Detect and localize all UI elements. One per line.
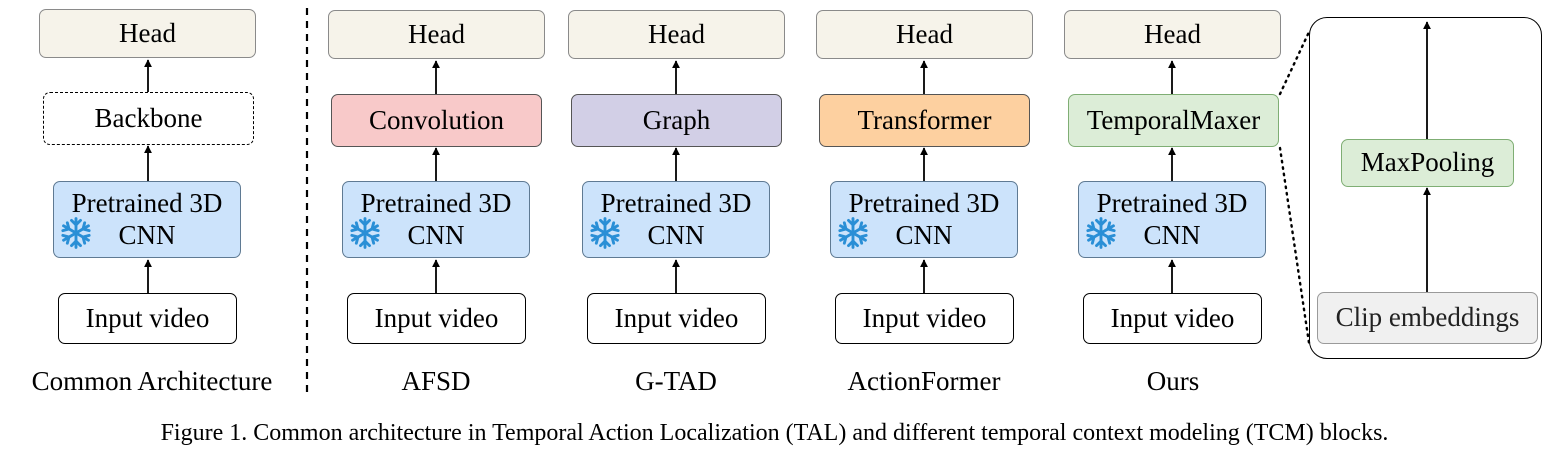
- input-video-box: Input video: [835, 293, 1014, 344]
- cnn-label-line2: CNN: [895, 219, 953, 250]
- temporalmaxer-box: TemporalMaxer: [1068, 94, 1279, 147]
- convolution-label: Convolution: [368, 104, 504, 135]
- graph-box: Graph: [571, 94, 782, 147]
- input-video-label: Input video: [1110, 302, 1235, 333]
- column-name-actionformer: ActionFormer: [847, 366, 1001, 396]
- transformer-box: Transformer: [819, 94, 1030, 147]
- head-box: Head: [816, 10, 1033, 59]
- cnn-label-line2: CNN: [407, 219, 465, 250]
- cnn-label-line1: Pretrained 3D: [600, 188, 752, 219]
- head-box: Head: [39, 9, 256, 58]
- pretrained-cnn-box: Pretrained 3D CNN: [1078, 181, 1266, 258]
- backbone-box: Backbone: [43, 92, 254, 145]
- maxpooling-box: MaxPooling: [1341, 139, 1514, 187]
- input-video-box: Input video: [347, 293, 526, 344]
- figure-caption: Figure 1. Common architecture in Tempora…: [160, 420, 1389, 446]
- input-video-label: Input video: [85, 302, 210, 333]
- head-label: Head: [896, 18, 953, 49]
- input-video-label: Input video: [614, 302, 739, 333]
- column-name-g-tad: G-TAD: [635, 366, 717, 396]
- pretrained-cnn-box: Pretrained 3D CNN: [342, 181, 530, 258]
- cnn-label-line1: Pretrained 3D: [71, 188, 223, 219]
- zoom-connector-line: [1278, 146, 1311, 345]
- cnn-label-line1: Pretrained 3D: [848, 188, 1000, 219]
- clip-embeddings-box: Clip embeddings: [1317, 292, 1538, 344]
- graph-label: Graph: [642, 104, 711, 135]
- input-video-box: Input video: [58, 293, 237, 344]
- input-video-box: Input video: [1083, 293, 1262, 344]
- pretrained-cnn-box: Pretrained 3D CNN: [53, 181, 241, 258]
- column-name-common-architecture: Common Architecture: [31, 366, 273, 396]
- cnn-label-line1: Pretrained 3D: [1096, 188, 1248, 219]
- column-name-ours: Ours: [1146, 366, 1200, 396]
- transformer-label: Transformer: [857, 104, 992, 135]
- input-video-box: Input video: [587, 293, 766, 344]
- maxpooling-label: MaxPooling: [1360, 147, 1495, 178]
- pretrained-cnn-box: Pretrained 3D CNN: [830, 181, 1018, 258]
- pretrained-cnn-box: Pretrained 3D CNN: [582, 181, 770, 258]
- backbone-label: Backbone: [94, 102, 203, 133]
- column-name-afsd: AFSD: [401, 366, 471, 396]
- head-box: Head: [568, 10, 785, 59]
- convolution-box: Convolution: [331, 94, 542, 147]
- head-label: Head: [119, 17, 176, 48]
- head-label: Head: [648, 18, 705, 49]
- cnn-label-line2: CNN: [118, 219, 176, 250]
- head-label: Head: [1144, 18, 1201, 49]
- input-video-label: Input video: [374, 302, 499, 333]
- zoom-connector-line: [1278, 30, 1311, 96]
- clip-embeddings-label: Clip embeddings: [1335, 302, 1520, 333]
- cnn-label-line1: Pretrained 3D: [360, 188, 512, 219]
- head-box: Head: [1064, 10, 1281, 59]
- input-video-label: Input video: [862, 302, 987, 333]
- temporalmaxer-detail-panel: [1309, 17, 1542, 359]
- head-label: Head: [408, 18, 465, 49]
- cnn-label-line2: CNN: [1143, 219, 1201, 250]
- cnn-label-line2: CNN: [647, 219, 705, 250]
- head-box: Head: [328, 10, 545, 59]
- temporalmaxer-label: TemporalMaxer: [1086, 104, 1261, 135]
